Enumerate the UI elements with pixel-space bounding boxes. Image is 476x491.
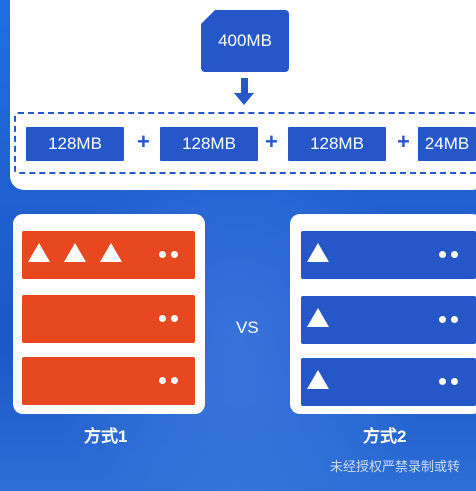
block-4: 24MB [418, 127, 476, 161]
down-arrow-head-icon [234, 93, 254, 105]
source-file-icon: 400MB [201, 10, 289, 72]
source-file-label: 400MB [218, 31, 272, 50]
status-dots-icon [439, 251, 458, 258]
plus-sign: + [397, 129, 410, 154]
server-method-2 [290, 214, 476, 414]
method-1-caption: 方式1 [84, 427, 128, 446]
status-dots-icon [159, 377, 178, 384]
status-dots-icon [159, 315, 178, 322]
server-row-empty [22, 357, 195, 405]
block-label: 128MB [48, 134, 102, 153]
server-row-file [301, 231, 476, 279]
block-label: 128MB [182, 134, 236, 153]
block-label: 24MB [424, 134, 470, 153]
triangle-icon [307, 370, 329, 389]
server-method-1 [13, 214, 205, 414]
down-arrow-icon [241, 78, 248, 94]
vs-label: VS [236, 318, 259, 337]
status-dots-icon [439, 316, 458, 323]
triangle-icon [307, 308, 329, 327]
block-2: 128MB [160, 127, 258, 161]
triangle-icon [64, 243, 86, 262]
server-row-file [301, 296, 476, 344]
blocks-container [14, 112, 476, 174]
status-dots-icon [159, 251, 178, 258]
triangle-icon [28, 243, 50, 262]
block-label: 128MB [310, 134, 364, 153]
block-3: 128MB [288, 127, 386, 161]
server-row-files [22, 231, 195, 279]
server-row-file [301, 358, 476, 406]
block-1: 128MB [26, 127, 124, 161]
method-2-caption: 方式2 [363, 427, 407, 446]
triangle-icon [307, 243, 329, 262]
server-row-empty [22, 295, 195, 343]
plus-sign: + [265, 129, 278, 154]
plus-sign: + [137, 129, 150, 154]
status-dots-icon [439, 378, 458, 385]
copyright-notice: 未经授权严禁录制或转 [330, 459, 461, 474]
triangle-icon [100, 243, 122, 262]
